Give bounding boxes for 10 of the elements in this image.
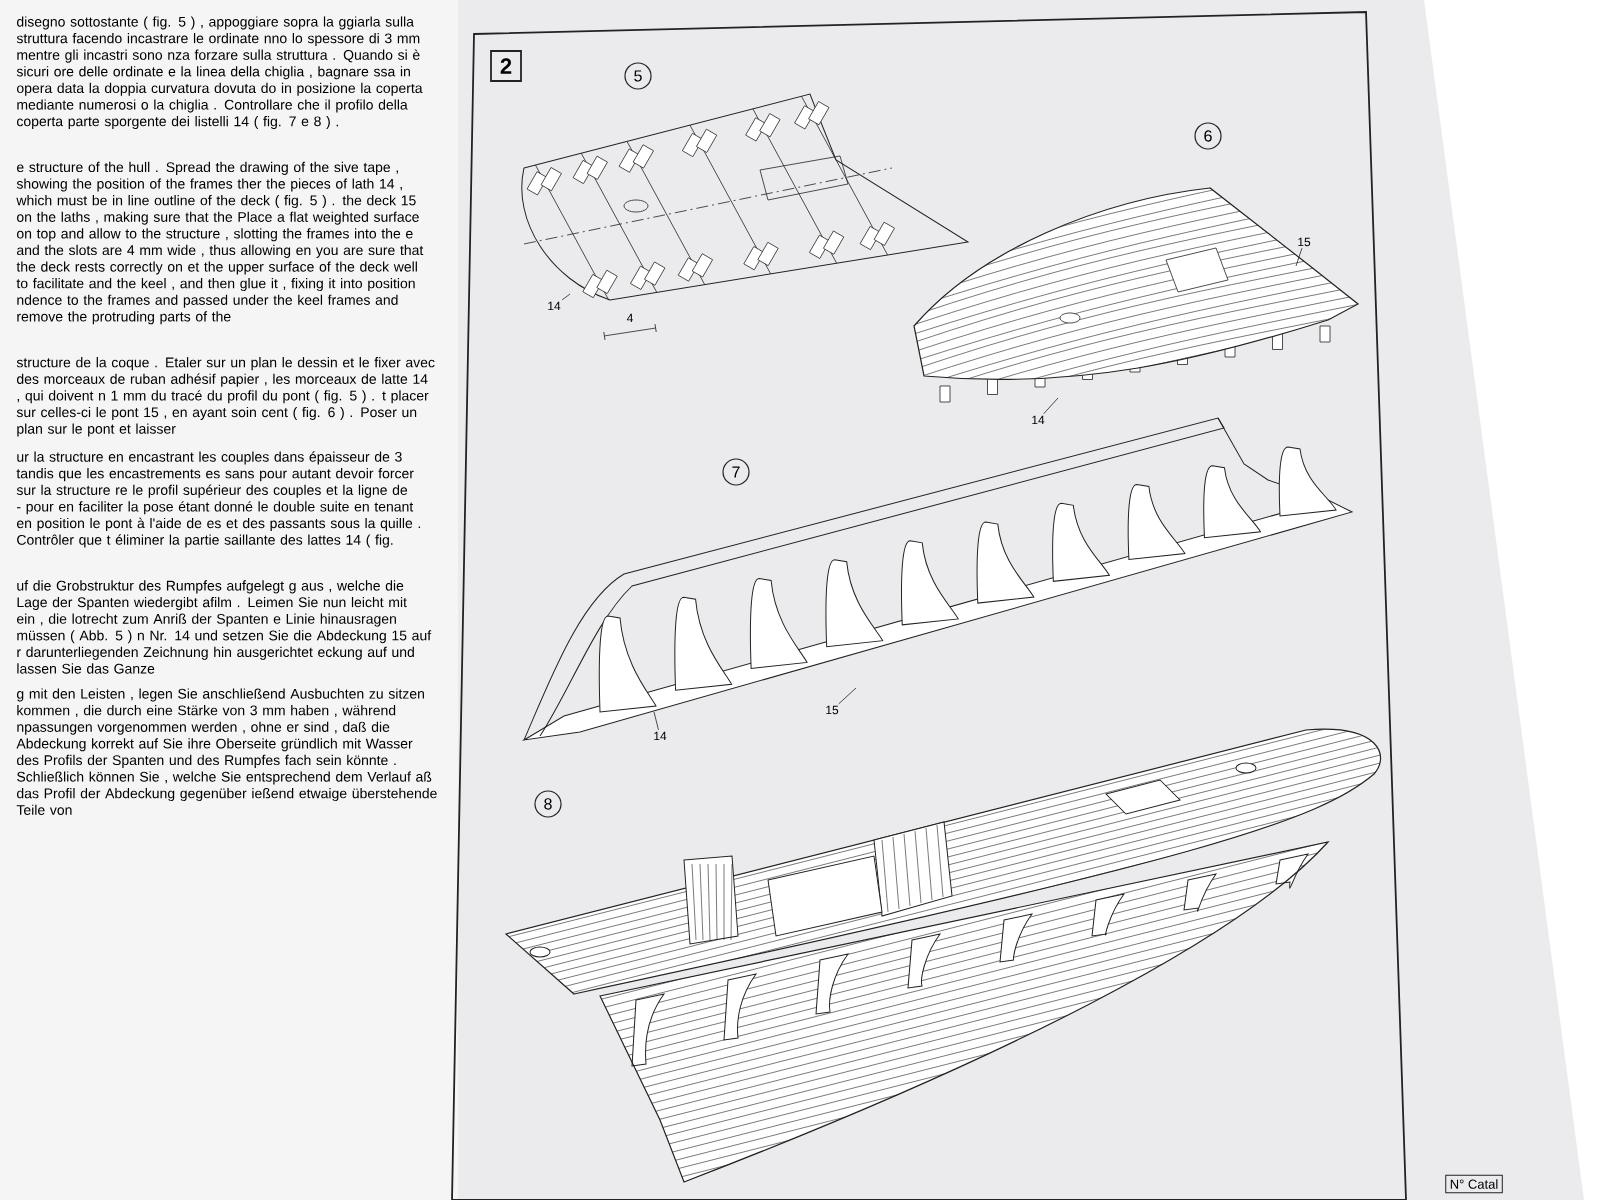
callout-number: 6 xyxy=(1194,122,1222,150)
callout-number: 5 xyxy=(624,62,652,90)
callout-number: 7 xyxy=(722,458,750,486)
panel-number: 2 xyxy=(490,50,522,82)
leader-line xyxy=(1295,247,1303,267)
leader-line xyxy=(1043,397,1059,415)
leader-line xyxy=(838,687,857,705)
leader-line xyxy=(653,711,659,731)
callout-number: 8 xyxy=(534,790,562,818)
leader-line xyxy=(561,293,571,301)
